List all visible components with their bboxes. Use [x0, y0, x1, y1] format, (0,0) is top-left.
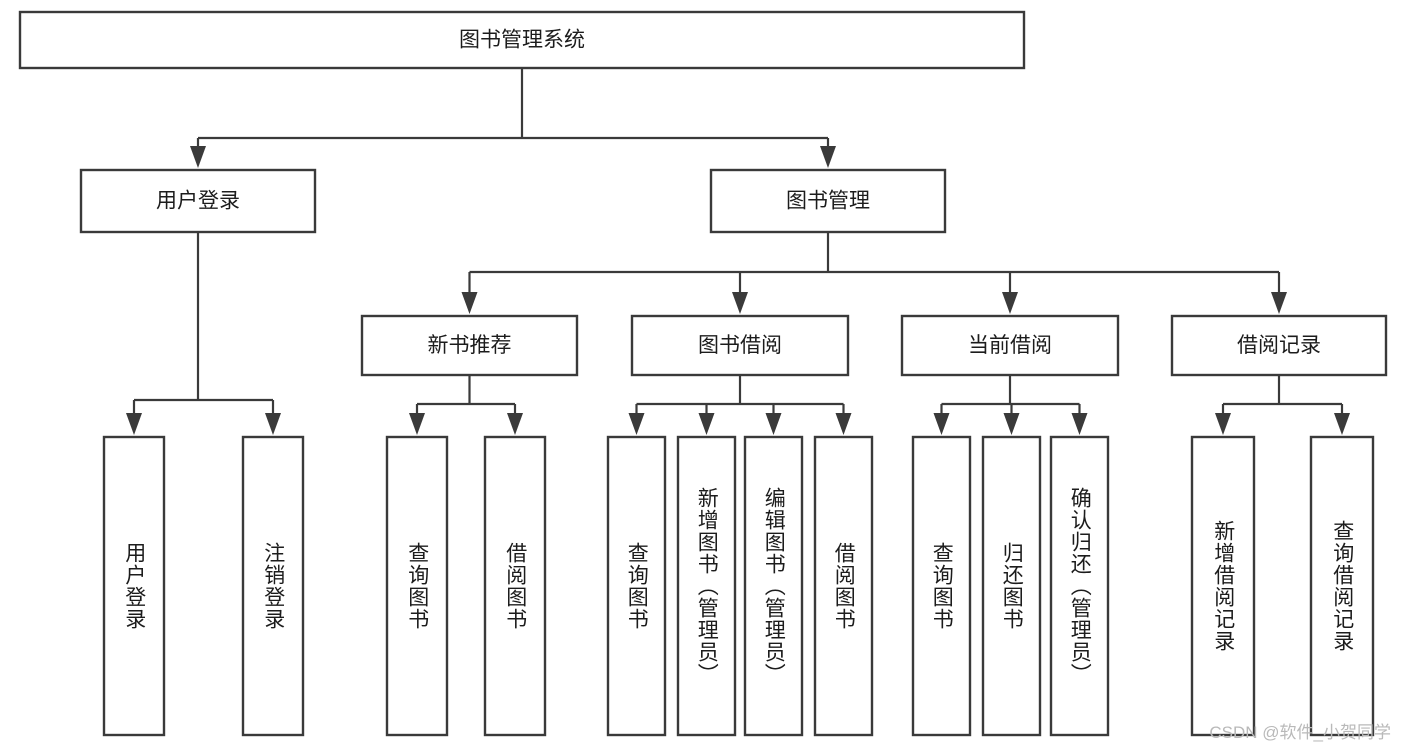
- arrow-head-icon: [698, 413, 715, 435]
- node-查询图书[interactable]: [606, 435, 667, 737]
- node-用户登录-label: 用户登录: [156, 190, 240, 213]
- node-用户登录[interactable]: [102, 435, 166, 737]
- node-查询图书[interactable]: [385, 435, 449, 737]
- arrow-head-icon: [461, 292, 478, 314]
- connector-layer: [126, 68, 1350, 435]
- arrow-head-icon: [1215, 413, 1231, 435]
- arrow-head-icon: [820, 146, 836, 168]
- arrow-head-icon: [933, 413, 950, 435]
- arrow-head-icon: [835, 413, 852, 435]
- arrow-head-icon: [732, 292, 748, 314]
- node-新增借阅记录[interactable]: [1190, 435, 1256, 737]
- arrow-head-icon: [126, 413, 142, 435]
- node-借阅记录-label: 借阅记录: [1237, 334, 1321, 357]
- arrow-head-icon: [765, 413, 782, 435]
- node-新书推荐[interactable]: [360, 314, 579, 377]
- node-编辑图书管理员[interactable]: [743, 435, 804, 737]
- node-确认归还管理员[interactable]: [1049, 435, 1110, 737]
- arrow-head-icon: [1002, 292, 1018, 314]
- node-查询借阅记录[interactable]: [1309, 435, 1375, 737]
- node-借阅图书[interactable]: [483, 435, 547, 737]
- arrow-head-icon: [1003, 413, 1020, 435]
- arrow-head-icon: [1334, 413, 1350, 435]
- arrow-head-icon: [265, 413, 281, 435]
- node-归还图书[interactable]: [981, 435, 1042, 737]
- arrow-head-icon: [1071, 413, 1088, 435]
- arrow-head-icon: [1271, 292, 1287, 314]
- node-当前借阅-label: 当前借阅: [968, 334, 1052, 357]
- node-图书管理系统-label: 图书管理系统: [459, 29, 585, 52]
- node-新书推荐-label: 新书推荐: [428, 334, 512, 357]
- arrow-head-icon: [507, 413, 523, 435]
- arrow-head-icon: [628, 413, 645, 435]
- node-查询图书[interactable]: [911, 435, 972, 737]
- node-新增图书管理员[interactable]: [676, 435, 737, 737]
- arrow-head-icon: [190, 146, 206, 168]
- node-当前借阅[interactable]: [900, 314, 1120, 377]
- node-图书借阅[interactable]: [630, 314, 850, 377]
- csdn-watermark: CSDN @软件_小贺同学: [1209, 723, 1391, 742]
- arrow-head-icon: [409, 413, 425, 435]
- node-用户登录[interactable]: [79, 168, 317, 234]
- node-借阅记录[interactable]: [1170, 314, 1388, 377]
- node-box-layer: [18, 10, 1388, 737]
- node-注销登录[interactable]: [241, 435, 305, 737]
- node-图书借阅-label: 图书借阅: [698, 334, 782, 357]
- node-图书管理-label: 图书管理: [786, 190, 870, 213]
- node-图书管理系统[interactable]: [18, 10, 1026, 70]
- node-借阅图书[interactable]: [813, 435, 874, 737]
- node-图书管理[interactable]: [709, 168, 947, 234]
